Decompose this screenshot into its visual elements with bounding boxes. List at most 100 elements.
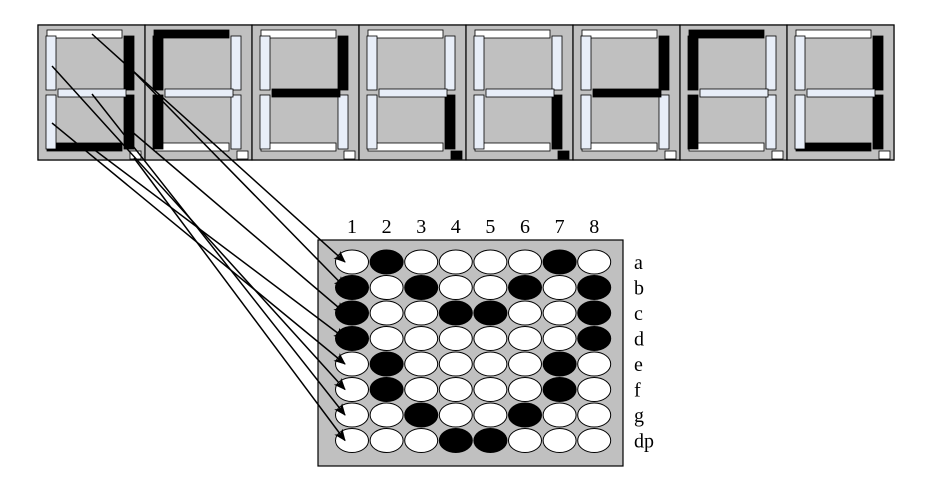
digit-8	[786, 24, 895, 161]
led-1-f	[335, 377, 369, 402]
led-1-a	[335, 249, 369, 275]
led-6-a	[508, 249, 542, 275]
digit-4	[358, 24, 467, 161]
led-8-c	[577, 300, 612, 326]
led-2-c	[369, 300, 404, 326]
segment-dp	[878, 150, 891, 160]
led-2-dp	[369, 428, 404, 453]
led-1-e	[335, 351, 369, 377]
led-3-d	[404, 326, 439, 351]
segment-c	[551, 94, 563, 150]
digit-6	[572, 24, 681, 161]
led-2-g	[369, 402, 404, 428]
segment-g	[806, 88, 876, 98]
segment-b	[765, 35, 777, 91]
led-2-f	[369, 377, 404, 402]
segment-a	[260, 29, 337, 39]
segment-d	[260, 142, 337, 152]
arrow-c	[129, 129, 346, 314]
arrow-g	[91, 93, 346, 416]
led-7-e	[542, 351, 577, 377]
arrow-f	[51, 65, 346, 391]
segment-f	[473, 35, 485, 91]
segment-dp	[557, 150, 570, 160]
column-label: 7	[555, 216, 565, 238]
segment-dp	[450, 150, 463, 160]
digit-1	[37, 24, 146, 161]
led-matrix	[317, 239, 624, 467]
led-5-d	[473, 326, 508, 351]
led-7-b	[542, 275, 577, 300]
segment-e	[687, 94, 699, 150]
led-3-e	[404, 351, 439, 377]
led-8-e	[577, 351, 612, 377]
led-7-c	[542, 300, 577, 326]
row-label: e	[634, 354, 643, 376]
led-2-b	[369, 275, 404, 300]
segment-a	[474, 29, 551, 39]
segment-dp	[236, 150, 249, 160]
digit-7	[679, 24, 788, 161]
led-8-dp	[577, 428, 612, 453]
segment-d	[474, 142, 551, 152]
row-label: c	[634, 303, 643, 325]
segment-g	[378, 88, 448, 98]
column-label: 5	[485, 216, 495, 238]
segment-f	[45, 35, 57, 91]
segment-e	[366, 94, 378, 150]
arrow-b	[129, 67, 346, 289]
segment-a	[367, 29, 444, 39]
column-label: 6	[520, 216, 530, 238]
column-label: 4	[451, 216, 461, 238]
segment-a	[795, 29, 872, 39]
led-6-c	[508, 300, 542, 326]
segment-d	[795, 142, 872, 152]
segment-c	[765, 94, 777, 150]
led-7-a	[542, 249, 577, 275]
segment-c	[123, 94, 135, 150]
row-label: b	[634, 278, 644, 300]
led-5-g	[473, 402, 508, 428]
led-8-a	[577, 249, 612, 275]
segment-a	[688, 29, 765, 39]
segment-g	[164, 88, 234, 98]
led-5-b	[473, 275, 508, 300]
segment-d	[367, 142, 444, 152]
digit-3	[251, 24, 360, 161]
row-label: g	[634, 405, 644, 427]
segment-a	[581, 29, 658, 39]
segment-g	[592, 88, 662, 98]
mapping-arrows	[51, 33, 346, 442]
segment-g	[699, 88, 769, 98]
led-4-dp	[438, 428, 473, 453]
segment-c	[337, 94, 349, 150]
column-label: 8	[589, 216, 599, 238]
segment-e	[152, 94, 164, 150]
segment-b	[123, 35, 135, 91]
led-6-b	[508, 275, 542, 300]
segment-f	[687, 35, 699, 91]
led-3-dp	[404, 428, 439, 453]
led-4-a	[438, 249, 473, 275]
segment-dp	[771, 150, 784, 160]
segment-c	[872, 94, 884, 150]
segment-b	[230, 35, 242, 91]
led-2-a	[369, 249, 404, 275]
segment-e	[45, 94, 57, 150]
column-label: 3	[416, 216, 426, 238]
segment-c	[230, 94, 242, 150]
led-4-f	[438, 377, 473, 402]
led-8-b	[577, 275, 612, 300]
led-6-f	[508, 377, 542, 402]
segment-e	[259, 94, 271, 150]
segment-b	[444, 35, 456, 91]
segment-g	[57, 88, 127, 98]
segment-f	[580, 35, 592, 91]
segment-b	[337, 35, 349, 91]
segment-d	[581, 142, 658, 152]
led-5-dp	[473, 428, 508, 453]
segment-a	[46, 29, 123, 39]
